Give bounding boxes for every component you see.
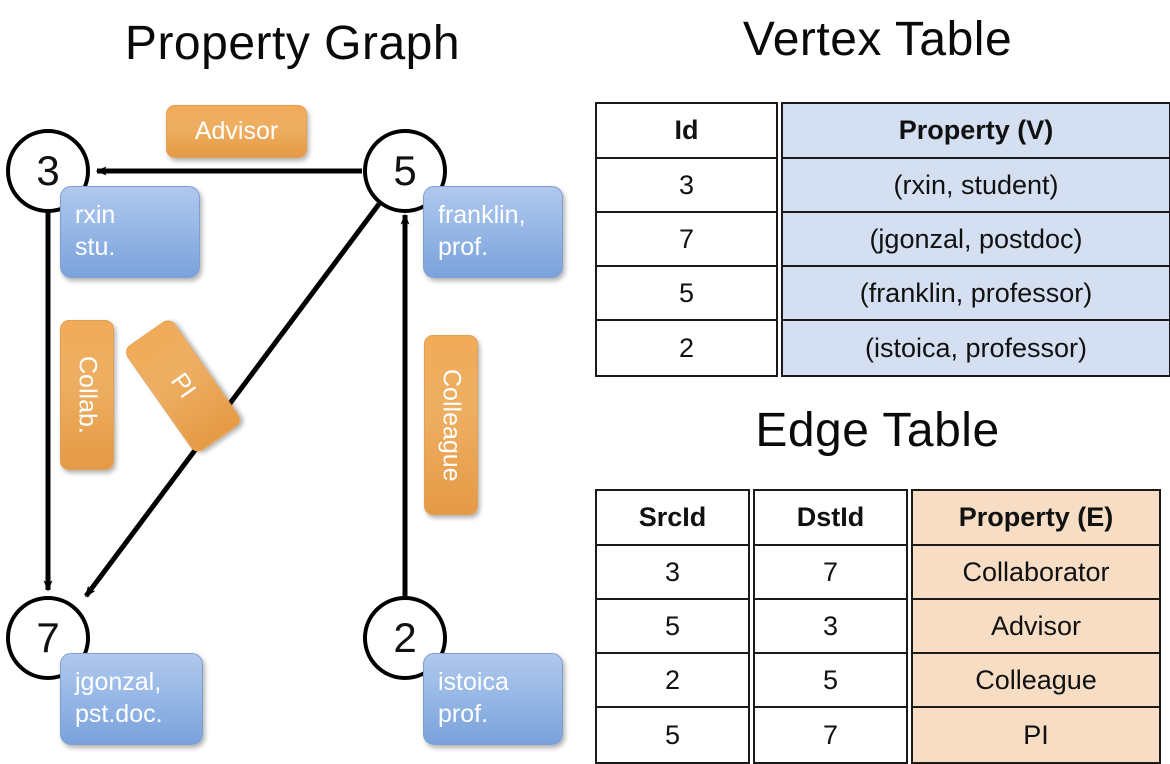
node-property-badge-2-line2: prof. [438,700,489,728]
edge-label-colleague-text: Colleague [437,368,466,482]
edge-table-cell-src-2: 2 [597,654,748,708]
node-property-badge-7: jgonzal, pst.doc. [60,653,203,745]
vertex-table-cell-property-2: (franklin, professor) [783,267,1169,321]
edge-label-pi-text: PI [165,368,202,404]
graph-node-2[interactable]: 2 [363,596,447,680]
graph-node-2-label: 2 [393,614,417,661]
edge-table-cell-property-0: Collaborator [913,546,1159,600]
edge-table-cell-dst-1: 3 [755,600,906,654]
node-property-badge-2-line1: istoica [438,668,509,696]
edge-label-collab-text: Collab. [73,356,102,434]
vertex-table-cell-id-0: 3 [597,159,776,213]
edge-table-cell-src-0: 3 [597,546,748,600]
section-title-vertex-table: Vertex Table [742,13,1013,66]
edge-table-header-srcid: SrcId [597,491,748,546]
vertex-table-cell-id-2: 5 [597,267,776,321]
node-property-badge-5: franklin, prof. [423,186,563,278]
edge-table-cell-dst-0: 7 [755,546,906,600]
node-property-badge-7-line2: pst.doc. [75,700,163,728]
edge-table-header-dstid: DstId [755,491,906,546]
edge-table-column-srcid: SrcId 3 5 2 5 [595,489,750,764]
edge-label-badge-advisor: Advisor [166,105,307,158]
edge-table-cell-property-3: PI [913,708,1159,762]
section-title-edge-table: Edge Table [755,404,1000,457]
graph-node-5-label: 5 [393,147,417,194]
node-property-badge-3: rxin stu. [60,186,200,278]
graph-node-3-label: 3 [36,147,60,194]
vertex-table-column-id: Id 3 7 5 2 [595,102,778,377]
vertex-table-cell-id-1: 7 [597,213,776,267]
vertex-table-cell-property-0: (rxin, student) [783,159,1169,213]
vertex-table-cell-property-1: (jgonzal, postdoc) [783,213,1169,267]
edge-label-badge-collab: Collab. [60,320,114,470]
graph-node-7-label: 7 [36,614,60,661]
edge-table-cell-src-3: 5 [597,708,748,762]
vertex-table-header-property: Property (V) [783,104,1169,159]
edge-table: SrcId 3 5 2 5 DstId 7 3 5 7 Property (E)… [595,489,1161,764]
edge-table-column-property: Property (E) Collaborator Advisor Collea… [911,489,1161,764]
graph-edges-layer [43,166,410,598]
edge-5-to-7-pi [83,202,382,598]
node-property-badge-7-line1: jgonzal, [75,668,162,696]
edge-table-header-property: Property (E) [913,491,1159,546]
edge-table-cell-property-2: Colleague [913,654,1159,708]
edge-label-badge-colleague: Colleague [424,335,478,515]
edge-table-cell-dst-3: 7 [755,708,906,762]
vertex-table: Id 3 7 5 2 Property (V) (rxin, student) … [595,102,1170,377]
page-title-property-graph: Property Graph [124,17,461,70]
edge-table-cell-property-1: Advisor [913,600,1159,654]
edge-table-cell-dst-2: 5 [755,654,906,708]
vertex-table-cell-id-3: 2 [597,321,776,375]
property-graph-diagram: 3 5 7 2 rxin stu. franklin, prof. jgonza… [0,0,585,760]
node-property-badge-3-line1: rxin [75,201,116,229]
edge-table-cell-src-1: 5 [597,600,748,654]
vertex-table-column-property: Property (V) (rxin, student) (jgonzal, p… [781,102,1170,377]
node-property-badge-5-line2: prof. [438,233,489,261]
vertex-table-header-id: Id [597,104,776,159]
node-property-badge-2: istoica prof. [423,653,563,745]
vertex-table-cell-property-3: (istoica, professor) [783,321,1169,375]
edge-table-column-dstid: DstId 7 3 5 7 [753,489,908,764]
node-property-badge-5-line1: franklin, [438,201,526,229]
graph-node-5[interactable]: 5 [363,129,447,213]
edge-label-advisor-text: Advisor [194,117,279,145]
node-property-badge-3-line2: stu. [75,233,116,261]
